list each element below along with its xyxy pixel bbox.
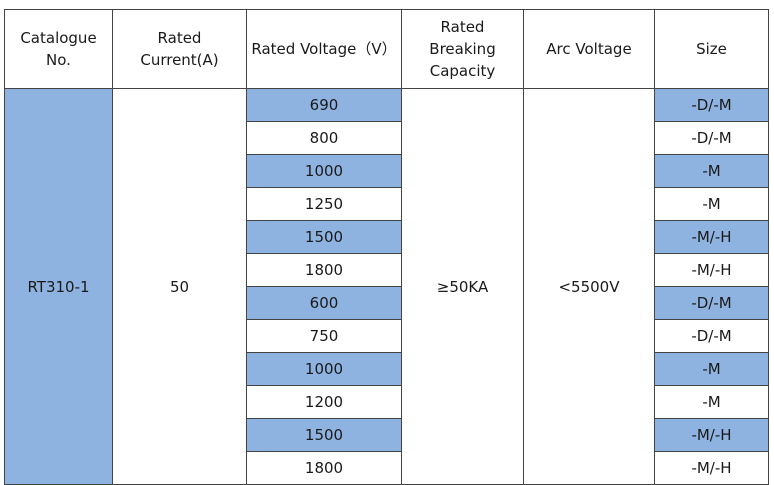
header-breaking-line1: Rated (440, 18, 485, 36)
voltage-cell: 1000 (246, 154, 402, 188)
size-cell: -M (654, 187, 769, 221)
voltage-cell: 1250 (246, 187, 402, 221)
size-cell: -M/-H (654, 253, 769, 287)
header-arc-voltage: Arc Voltage (523, 9, 655, 89)
header-breaking-capacity: Rated Breaking Capacity (401, 9, 524, 89)
header-size-label: Size (696, 40, 727, 58)
size-cell: -D/-M (654, 88, 769, 122)
size-cell: -D/-M (654, 286, 769, 320)
voltage-cell: 1800 (246, 253, 402, 287)
header-arc-label: Arc Voltage (546, 40, 632, 58)
header-breaking-line3: Capacity (429, 62, 496, 80)
catalogue-number-cell: RT310-1 (4, 88, 113, 485)
header-row: Catalogue No. Rated Current(A) Rated Vol… (4, 9, 769, 89)
size-cell: -M/-H (654, 418, 769, 452)
header-catalogue-line1: Catalogue (20, 29, 97, 47)
header-catalogue: Catalogue No. (4, 9, 113, 89)
voltage-cell: 1800 (246, 451, 402, 485)
size-cell: -M/-H (654, 451, 769, 485)
size-cell: -D/-M (654, 319, 769, 353)
table-row: 1500 -M/-H (5, 220, 769, 254)
table-body: RT310-1 50 690 ≥50KA <5500V -D/-M 800 -D… (4, 88, 769, 485)
table-row: 1500 -M/-H (5, 418, 769, 452)
table-row: RT310-1 50 690 ≥50KA <5500V -D/-M (4, 88, 769, 485)
rated-current-cell: 50 (112, 88, 247, 485)
voltage-cell: 1500 (246, 220, 402, 254)
size-cell: -M (654, 154, 769, 188)
spec-table: Catalogue No. Rated Current(A) Rated Vol… (4, 9, 769, 485)
size-cell: -D/-M (654, 121, 769, 155)
voltage-cell: 690 (246, 88, 402, 122)
voltage-cell: 600 (246, 286, 402, 320)
size-cell: -M (654, 352, 769, 386)
table-row: 750 -D/-M (5, 319, 769, 353)
header-catalogue-line2: No. (46, 51, 71, 69)
table-row: 600 -D/-M (5, 286, 769, 320)
header-rated-voltage: Rated Voltage（V） (246, 9, 402, 89)
voltage-cell: 800 (246, 121, 402, 155)
header-current-line1: Rated (157, 29, 202, 47)
table-row: 1250 -M (5, 187, 769, 221)
table-row: 1000 -M (5, 352, 769, 386)
voltage-cell: 1000 (246, 352, 402, 386)
voltage-cell: 1500 (246, 418, 402, 452)
header-breaking-line2: Breaking (429, 40, 496, 58)
voltage-cell: 1200 (246, 385, 402, 419)
table-row: 1800 -M/-H (5, 253, 769, 287)
size-cell: -M/-H (654, 220, 769, 254)
table-row: 800 -D/-M (5, 121, 769, 155)
size-cell: -M (654, 385, 769, 419)
arc-voltage-cell: <5500V (523, 88, 655, 485)
header-current-line2: Current(A) (140, 51, 219, 69)
header-voltage-label: Rated Voltage（V） (251, 40, 397, 58)
header-rated-current: Rated Current(A) (112, 9, 247, 89)
breaking-capacity-cell: ≥50KA (401, 88, 524, 485)
header-size: Size (654, 9, 769, 89)
voltage-cell: 750 (246, 319, 402, 353)
